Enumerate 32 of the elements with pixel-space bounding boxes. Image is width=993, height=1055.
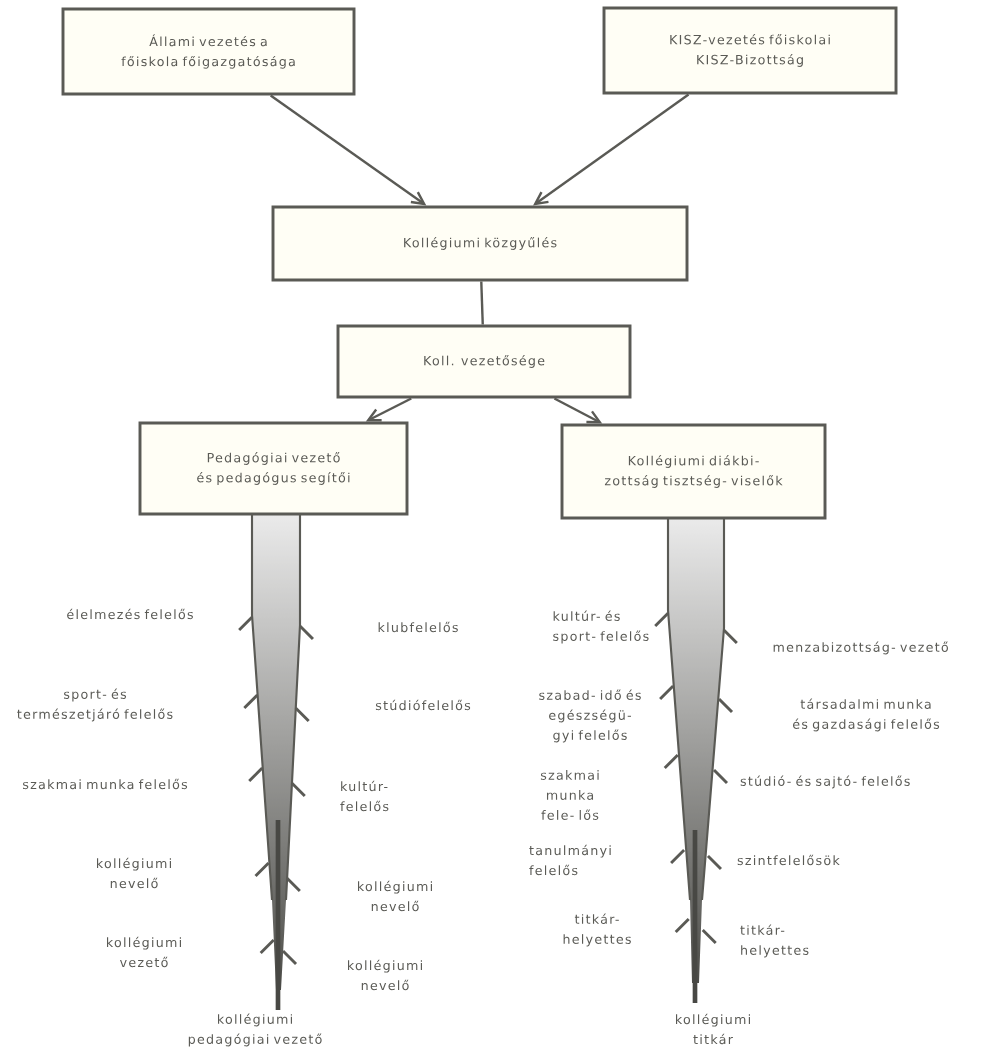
position-label: szakmai munka felelős: [23, 778, 188, 790]
org-box: Kollégiumi diákbi- zottság tisztség- viselők: [560, 423, 827, 520]
position-label: szakmai munka fele- lős: [540, 770, 599, 820]
position-label: klubfelelős: [378, 621, 458, 633]
position-label: stúdió- és sajtó- felelős: [740, 775, 910, 789]
position-label: stúdiófelelős: [375, 699, 471, 711]
position-label: szintfelelősök: [737, 854, 840, 866]
position-label: kollégiumi pedagógiai vezető: [188, 1013, 322, 1047]
org-box: Állami vezetés a főiskola főigazgatósága: [61, 7, 356, 96]
arrow: [553, 397, 603, 424]
position-label: kollégiumi nevelő: [97, 857, 171, 889]
position-label: szabad- idő és egészségü- gyi felelős: [539, 689, 641, 743]
position-label: társadalmi munka és gazdasági felelős: [793, 698, 940, 732]
position-label: kollégiumi nevelő: [348, 959, 422, 991]
position-label: tanulmányi felelős: [529, 844, 611, 876]
position-label: kollégiumi vezető: [107, 936, 181, 968]
position-label: kultúr- felelős: [340, 780, 389, 812]
org-box: Pedagógiai vezető és pedagógus segítői: [138, 421, 409, 516]
arrow: [269, 94, 427, 206]
position-label: titkár- helyettes: [563, 913, 631, 947]
org-box: Koll. vezetősége: [336, 324, 632, 399]
position-label: sport- és természetjáró felelős: [17, 688, 173, 722]
org-box: Kollégiumi közgyűlés: [271, 205, 689, 282]
position-label: menzabizottság- vezető: [773, 641, 948, 655]
org-box: KISZ-vezetés főiskolai KISZ-Bizottság: [602, 6, 898, 95]
position-label: kollégiumi nevelő: [358, 880, 432, 912]
arrow: [365, 397, 412, 422]
arrow: [533, 93, 690, 206]
position-label: kollégiumi titkár: [676, 1013, 750, 1045]
position-label: élelmezés felelős: [67, 608, 193, 620]
position-label: kultúr- és sport- felelős: [553, 610, 649, 644]
position-label: titkár- helyettes: [740, 924, 809, 958]
